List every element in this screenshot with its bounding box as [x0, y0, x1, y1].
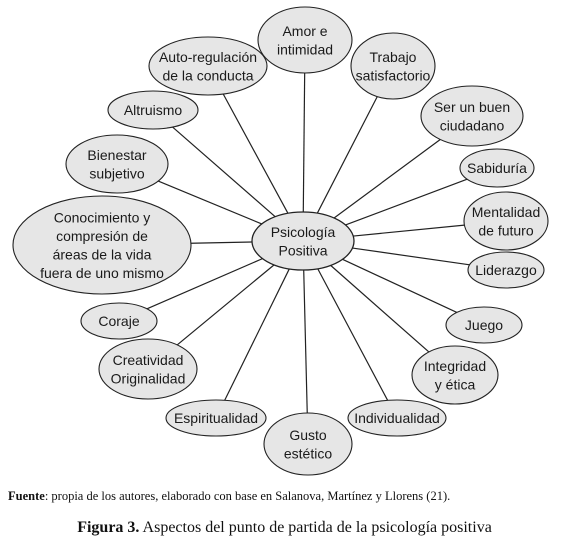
node-ser-un-buen-ciudadano: Ser un buen ciudadano [420, 85, 524, 147]
node-conocimiento-y-comprension-label-line-2: compresión de [56, 228, 148, 244]
link-coraje [146, 258, 263, 310]
node-juego: Juego [445, 306, 523, 344]
node-ser-un-buen-ciudadano-label-line-2: ciudadano [440, 117, 505, 133]
node-trabajo-satisfactorio-label-line-2: satisfactorio [356, 67, 431, 83]
link-creatividad-originalidad [176, 264, 275, 346]
node-auto-regulacion-ellipse [148, 36, 268, 96]
node-amor-e-intimidad-label-line-2: intimidad [277, 41, 333, 57]
node-conocimiento-y-comprension: Conocimiento y compresión de áreas de la v… [12, 195, 192, 295]
node-auto-regulacion-label-line-1: Auto-regulación [159, 49, 257, 65]
node-integridad-y-etica-label-line-2: y ética [435, 376, 476, 392]
node-liderazgo-label-line-1: Liderazgo [475, 262, 537, 278]
node-coraje-label-line-1: Coraje [98, 313, 139, 329]
node-individualidad: Individualidad [347, 399, 447, 437]
node-gusto-estetico-ellipse [263, 412, 353, 476]
center-node-label-line-1: Psicología [271, 224, 336, 240]
node-altruismo-ellipse [107, 90, 199, 130]
node-amor-e-intimidad-label-line-1: Amor e [282, 23, 327, 39]
node-conocimiento-y-comprension-label-line-1: Conocimiento y [54, 209, 151, 225]
node-conocimiento-y-comprension-ellipse [12, 195, 192, 295]
diagram-links [146, 72, 470, 414]
node-creatividad-originalidad-ellipse [98, 338, 198, 400]
link-auto-regulacion [222, 93, 289, 214]
node-bienestar-subjetivo-label-line-1: Bienestar [87, 147, 146, 163]
node-ser-un-buen-ciudadano-label-line-1: Ser un buen [434, 99, 510, 115]
link-trabajo-satisfactorio [316, 96, 378, 214]
node-altruismo: Altruismo [107, 90, 199, 130]
node-amor-e-intimidad-ellipse [257, 6, 353, 74]
node-creatividad-originalidad-label-line-1: Creatividad [113, 352, 184, 368]
node-mentalidad-de-futuro-ellipse [463, 191, 549, 251]
source-note: Fuente: propia de los autores, elaborado… [8, 489, 563, 504]
node-ser-un-buen-ciudadano-ellipse [420, 85, 524, 147]
link-ser-un-buen-ciudadano [333, 138, 441, 219]
node-espiritualidad-label-line-1: Espiritualidad [174, 410, 258, 426]
link-espiritualidad [224, 268, 290, 401]
node-juego-label-line-1: Juego [465, 317, 503, 333]
node-mentalidad-de-futuro-label-line-1: Mentalidad [472, 204, 541, 220]
node-espiritualidad: Espiritualidad [165, 399, 267, 437]
node-sabiduria-ellipse [459, 148, 535, 188]
link-mentalidad-de-futuro [353, 224, 465, 237]
caption-label: Figura 3. [77, 519, 140, 536]
link-individualidad [317, 268, 389, 401]
node-individualidad-label-line-1: Individualidad [354, 410, 440, 426]
node-auto-regulacion: Auto-regulación de la conducta [148, 36, 268, 96]
center-node-label-line-2: Positiva [278, 242, 327, 258]
source-label: Fuente [8, 489, 45, 503]
node-bienestar-subjetivo-label-line-2: subjetivo [89, 165, 144, 181]
node-trabajo-satisfactorio: Trabajo satisfactorio [350, 32, 436, 100]
node-gusto-estetico-label-line-2: estético [284, 445, 332, 461]
node-trabajo-satisfactorio-label-line-1: Trabajo [370, 49, 417, 65]
node-conocimiento-y-comprension-label-line-4: fuera de uno mismo [40, 265, 164, 281]
node-gusto-estetico-label-line-1: Gusto [289, 427, 327, 443]
caption-text: Aspectos del punto de partida de la psic… [139, 519, 492, 536]
node-integridad-y-etica-label-line-1: Integridad [424, 358, 486, 374]
node-coraje: Coraje [80, 302, 158, 340]
node-trabajo-satisfactorio-ellipse [350, 32, 436, 100]
node-mentalidad-de-futuro-label-line-2: de futuro [478, 222, 533, 238]
node-liderazgo-ellipse [467, 251, 545, 289]
figure-caption: Figura 3. Aspectos del punto de partida … [0, 519, 569, 537]
node-liderazgo: Liderazgo [467, 251, 545, 289]
node-auto-regulacion-label-line-2: de la conducta [162, 67, 253, 83]
node-creatividad-originalidad-label-line-2: Originalidad [111, 370, 186, 386]
node-conocimiento-y-comprension-label-line-3: áreas de la vida [53, 246, 152, 262]
node-sabiduria: Sabiduría [459, 148, 535, 188]
link-liderazgo [352, 247, 470, 266]
node-altruismo-label-line-1: Altruismo [124, 102, 183, 118]
node-juego-ellipse [445, 306, 523, 344]
node-amor-e-intimidad: Amor e intimidad [257, 6, 353, 74]
node-integridad-y-etica-ellipse [411, 345, 499, 405]
node-bienestar-subjetivo: Bienestar subjetivo [65, 134, 169, 194]
node-individualidad-ellipse [347, 399, 447, 437]
link-juego [342, 258, 458, 313]
link-conocimiento-y-comprension [190, 241, 253, 244]
node-gusto-estetico: Gusto estético [263, 412, 353, 476]
link-sabiduria [345, 178, 468, 226]
link-bienestar-subjetivo [158, 180, 262, 225]
link-integridad-y-etica [330, 264, 430, 353]
link-amor-e-intimidad [302, 72, 306, 213]
node-integridad-y-etica: Integridad y ética [411, 345, 499, 405]
node-coraje-ellipse [80, 302, 158, 340]
node-sabiduria-label-line-1: Sabiduría [467, 160, 527, 176]
node-bienestar-subjetivo-ellipse [65, 134, 169, 194]
center-node-ellipse [251, 211, 355, 271]
node-espiritualidad-ellipse [165, 399, 267, 437]
link-altruismo [172, 126, 276, 218]
link-gusto-estetico [303, 269, 308, 414]
source-text: : propia de los autores, elaborado con b… [44, 489, 451, 503]
node-mentalidad-de-futuro: Mentalidad de futuro [463, 191, 549, 251]
